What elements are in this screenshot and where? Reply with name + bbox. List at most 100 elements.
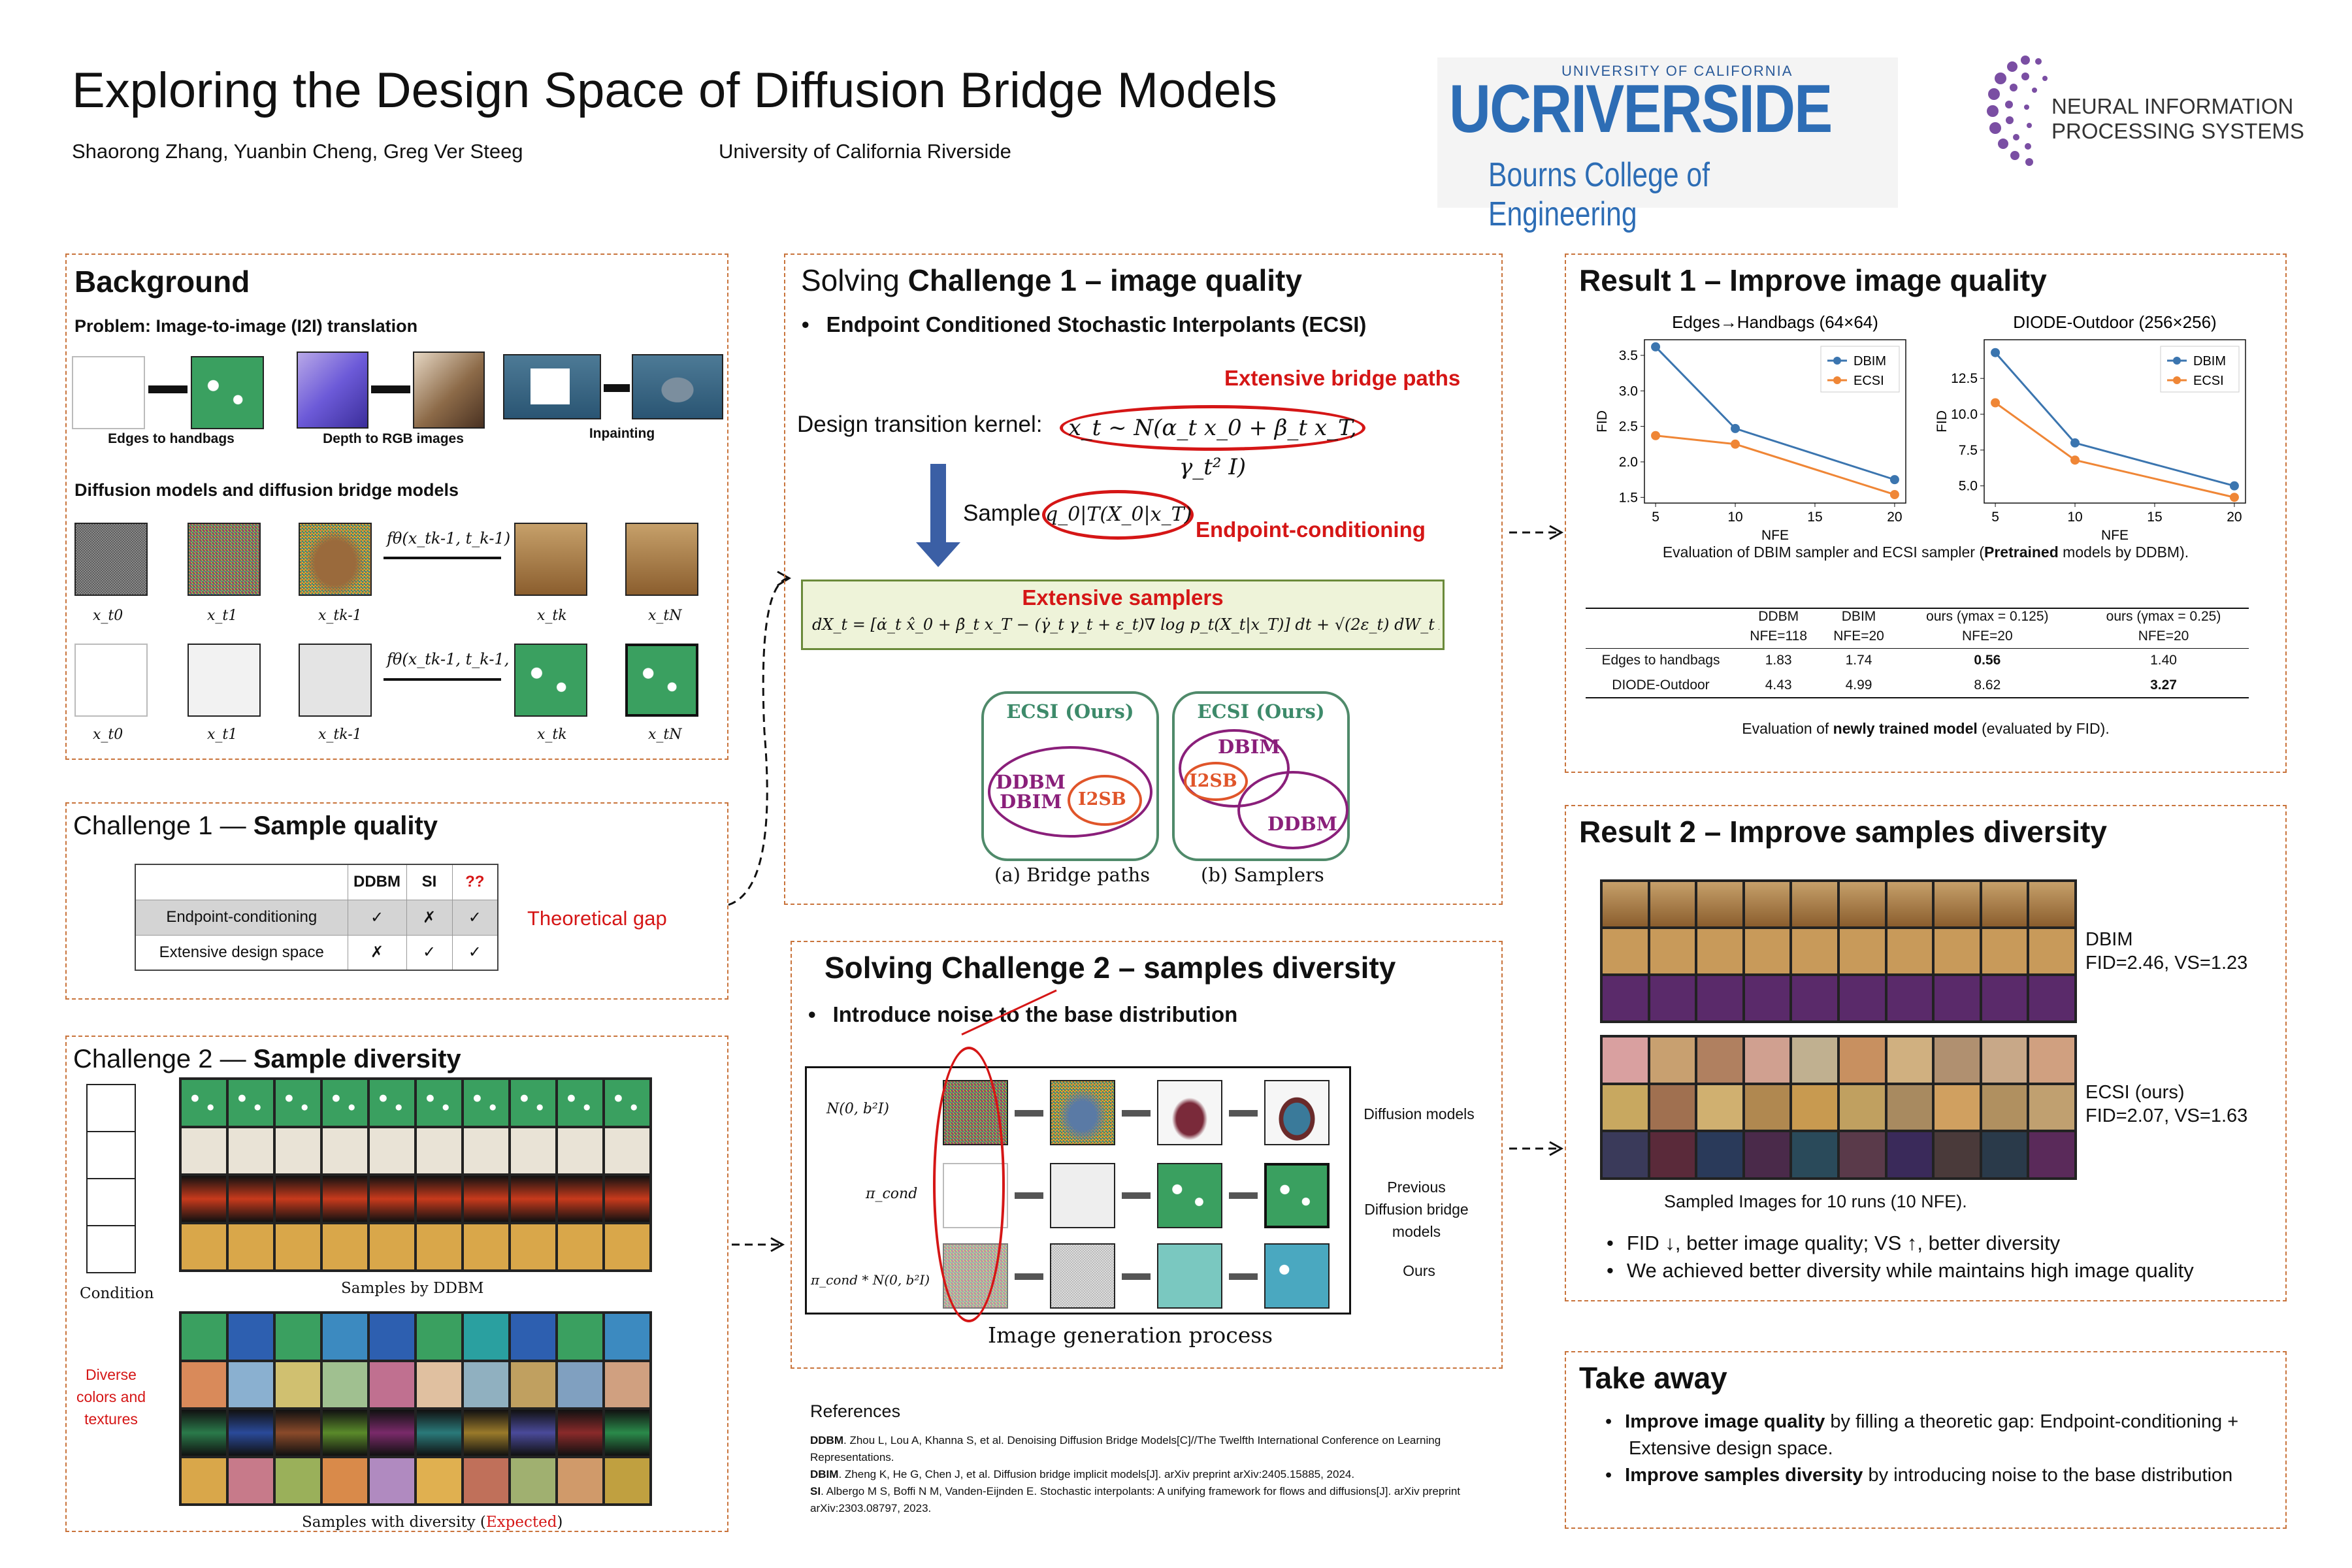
data-point-ecsi xyxy=(1731,439,1740,449)
gen-image xyxy=(1264,1080,1330,1145)
challenge2-bold: Sample diversity xyxy=(253,1045,461,1073)
arrow-icon xyxy=(604,384,630,392)
caption-a: Evaluation of DBIM sampler and ECSI samp… xyxy=(1662,544,1984,561)
row-label: x_tk-1 xyxy=(318,608,362,624)
data-point-dbim xyxy=(1991,348,2001,357)
result2-caption: Sampled Images for 10 runs (10 NFE). xyxy=(1664,1192,1967,1211)
table-cell: 3.27 xyxy=(2150,677,2177,693)
table-cell: ✗ xyxy=(406,899,453,936)
result1-title: Result 1 – Improve image quality xyxy=(1579,263,2047,297)
method-label: Previous Diffusion bridge models xyxy=(1364,1179,1469,1240)
neurips-logo-mark xyxy=(1987,56,2048,166)
sde-equation: dX_t = [α̇_t x̂_0 + β̇_t x_T − (γ̇_t γ_t… xyxy=(812,615,1439,634)
table-header-cell: DDBM xyxy=(347,864,407,900)
challenge2-title: Challenge 2 — Sample diversity xyxy=(73,1045,461,1074)
venn-item: DDBM xyxy=(1267,813,1337,835)
challenge2-dash: — xyxy=(220,1045,246,1073)
diffusion-xtN-image xyxy=(625,523,698,596)
sde-panel: Extensive samplers dX_t = [α̇_t x̂_0 + β… xyxy=(801,580,1445,650)
solve1-title-b: Challenge 1 – image quality xyxy=(907,263,1302,297)
table-header-cell: ours (γmax = 0.125) xyxy=(1926,609,2049,624)
background-section: Background Problem: Image-to-image (I2I)… xyxy=(65,253,728,760)
table-header-cell: ?? xyxy=(451,864,498,900)
ucr-logo: UNIVERSITY OF CALIFORNIA UCRIVERSIDE Bou… xyxy=(1437,57,1898,233)
table-cell: ✗ xyxy=(347,934,407,971)
arrow-icon xyxy=(1122,1192,1151,1199)
y-tick-label: 3.0 xyxy=(1619,384,1638,399)
table-cell: ✓ xyxy=(406,934,453,971)
ucr-logo-sub: Bourns College of Engineering xyxy=(1488,156,1710,233)
arrow-icon xyxy=(1122,1110,1151,1117)
y-tick-label: 1.5 xyxy=(1619,490,1638,505)
reference-item: DBIM. Zheng K, He G, Chen J, et al. Diff… xyxy=(810,1468,1355,1480)
table-cell: Endpoint-conditioning xyxy=(135,899,348,936)
data-point-ecsi xyxy=(1651,431,1661,440)
row-label: x_t0 xyxy=(93,727,123,743)
down-arrow-icon xyxy=(930,464,946,549)
ecsi-stats: FID=2.07, VS=1.63 xyxy=(2085,1105,2248,1126)
table-header-cell: SI xyxy=(406,864,453,900)
theoretical-gap-label: Theoretical gap xyxy=(527,907,667,930)
task-depth-image xyxy=(297,351,368,429)
arrow-icon xyxy=(1015,1273,1043,1280)
x-tick-label: 5 xyxy=(1652,510,1659,525)
connector-c1-to-s1 xyxy=(728,577,788,906)
table-cell: ✓ xyxy=(451,899,498,936)
diffusion-xt1-image xyxy=(188,523,261,596)
diverse-sample-grid xyxy=(179,1311,652,1506)
data-point-dbim xyxy=(2070,438,2080,448)
challenge1-bold: Sample quality xyxy=(253,811,438,840)
generation-panel: N(0, b²I) π_cond π_cond * N(0, b²I) xyxy=(805,1066,1351,1315)
x-axis-label: NFE xyxy=(2101,528,2129,542)
task-masked-image xyxy=(503,354,601,419)
table-header-cell: NFE=118 xyxy=(1750,628,1808,644)
venn-caption: (a) Bridge paths xyxy=(994,864,1151,886)
kernel-label: Design transition kernel: xyxy=(797,412,1043,437)
arrow-icon xyxy=(1122,1273,1151,1280)
row-label: π_cond * N(0, b²I) xyxy=(811,1272,930,1288)
reference-item: DDBM. Zhou L, Lou A, Khanna S, et al. De… xyxy=(810,1434,1441,1463)
table-header-row: DDBM SI ?? xyxy=(135,864,498,900)
table-header-cell xyxy=(1586,625,1736,648)
venn-item: DBIM xyxy=(1000,791,1062,813)
table-header-cell xyxy=(1586,608,1736,625)
table-cell: 4.99 xyxy=(1845,677,1872,693)
y-axis-label: FID xyxy=(1935,410,1950,433)
y-tick-label: 2.5 xyxy=(1619,419,1638,434)
table-cell: 4.43 xyxy=(1765,677,1792,693)
sample-label: Sample xyxy=(963,500,1041,526)
y-tick-label: 7.5 xyxy=(1959,443,1978,458)
challenge1-section: Challenge 1 — Sample quality DDBM SI ?? … xyxy=(65,802,728,1000)
takeaway-bullets: •Improve image quality by filling a theo… xyxy=(1605,1409,2265,1489)
extensive-samplers-label: Extensive samplers xyxy=(1022,585,1224,610)
chart-frame xyxy=(1644,339,1906,504)
venn-item: I2SB xyxy=(1078,789,1126,809)
dbim-label: DBIM xyxy=(2085,929,2133,950)
legend-marker xyxy=(1833,357,1841,365)
problem-heading: Problem: Image-to-image (I2I) translatio… xyxy=(74,316,418,336)
data-point-ecsi xyxy=(2229,493,2239,502)
table-header-cell: ours (γmax = 0.25) xyxy=(2106,609,2221,624)
gen-image xyxy=(1157,1080,1222,1145)
row-label: π_cond xyxy=(866,1186,918,1202)
extensive-paths-label: Extensive bridge paths xyxy=(1224,366,1461,390)
legend-marker xyxy=(1833,376,1841,384)
dbim-sample-grid xyxy=(1600,879,2077,1023)
dbim-stats: FID=2.46, VS=1.23 xyxy=(2085,953,2248,973)
legend-marker xyxy=(2173,357,2181,365)
solve2-section: Solving Challenge 2 – samples diversity … xyxy=(791,941,1503,1369)
table-header-cell: NFE=20 xyxy=(1833,628,1884,644)
challenge1-table: DDBM SI ?? Endpoint-conditioning ✓ ✗ ✓ E… xyxy=(135,864,498,971)
table-cell: ✓ xyxy=(347,899,407,936)
ucr-logo-main: UCRIVERSIDE xyxy=(1449,71,1833,147)
kernel-equation: x_t ~ N(α_t x_0 + β_t x_T, γ_t² I) xyxy=(1060,405,1365,480)
background-title: Background xyxy=(74,265,250,299)
table-header-cell: NFE=20 xyxy=(1962,628,2013,644)
takeaway-bullet: •Improve image quality by filling a theo… xyxy=(1605,1411,2239,1459)
diverse-caption-b: Expected xyxy=(485,1514,557,1531)
data-point-dbim xyxy=(2229,481,2239,491)
arrow-icon xyxy=(1015,1110,1043,1117)
venn-ellipse-ddbm xyxy=(1237,771,1348,849)
task-handbag-image xyxy=(191,356,264,429)
venn-samplers: ECSI (Ours) DBIM I2SB DDBM xyxy=(1172,691,1350,861)
